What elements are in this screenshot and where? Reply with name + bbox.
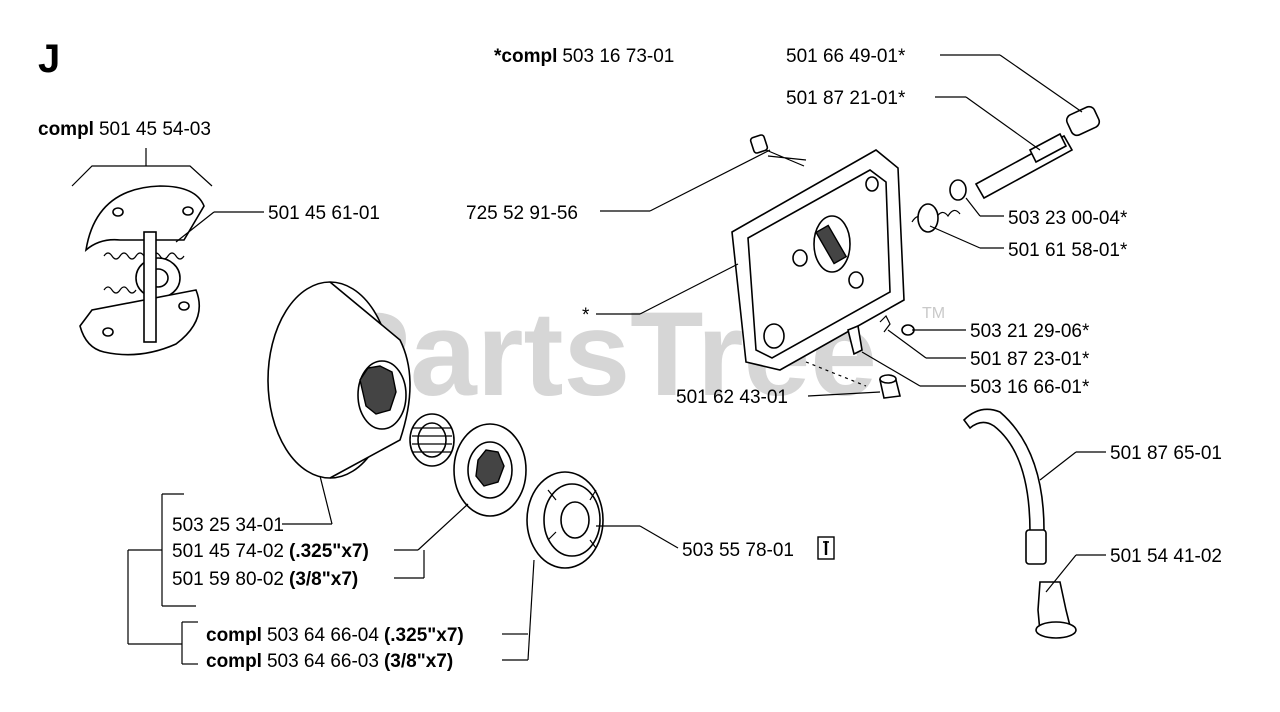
label-501615801: 501 61 58-01* xyxy=(1008,240,1128,261)
label-501876501: 501 87 65-01 xyxy=(1110,443,1222,464)
label-503212906: 503 21 29-06* xyxy=(970,321,1090,342)
oil-hose-drawing xyxy=(962,408,1077,639)
wrench-icon xyxy=(817,536,835,560)
label-501544102: 501 54 41-02 xyxy=(1110,546,1222,567)
oil-pump-drawing xyxy=(731,105,1101,399)
label-501456101: 501 45 61-01 xyxy=(268,203,380,224)
trademark: TM xyxy=(922,305,945,322)
label-501624301: 501 62 43-01 xyxy=(676,387,788,408)
clutch-assembly-drawing xyxy=(71,148,213,356)
label-503166601: 503 16 66-01* xyxy=(970,377,1090,398)
label-501598002: 501 59 80-02(3/8"x7) xyxy=(172,569,358,590)
label-503230004: 503 23 00-04* xyxy=(1008,208,1128,229)
label-star: * xyxy=(582,305,590,326)
label-725529156: 725 52 91-56 xyxy=(466,203,578,224)
clutch-drum-drawing xyxy=(267,281,604,569)
section-letter: J xyxy=(38,37,60,81)
label-501872101: 501 87 21-01* xyxy=(786,88,906,109)
label-503253401: 503 25 34-01 xyxy=(172,515,284,536)
label-501457402: 501 45 74-02(.325"x7) xyxy=(172,541,369,562)
label-501872301: 501 87 23-01* xyxy=(970,349,1090,370)
label-501664901: 501 66 49-01* xyxy=(786,46,906,67)
label-503557801: 503 55 78-01 xyxy=(682,540,794,561)
leader-lines xyxy=(127,54,1106,665)
